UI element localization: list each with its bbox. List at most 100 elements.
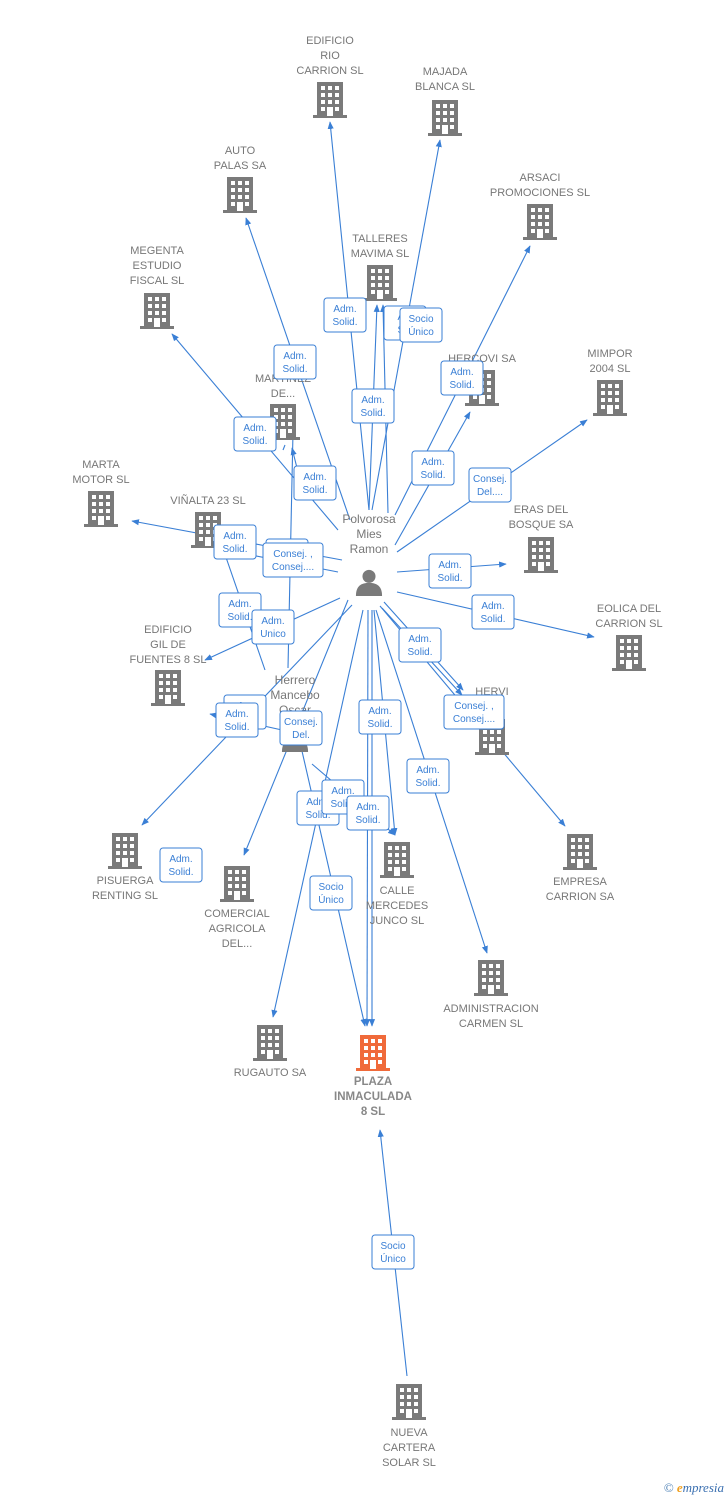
role-badge[interactable]: Adm.Solid. — [440, 360, 484, 396]
building-icon — [363, 265, 397, 301]
building-icon — [108, 833, 142, 869]
role-badge[interactable]: Adm.Solid. — [215, 702, 259, 738]
role-badge[interactable]: Consej.Del.... — [468, 467, 512, 503]
building-icon — [524, 537, 558, 573]
badge-text: Adm.Solid. — [355, 802, 380, 826]
company-node-vinalta[interactable]: VIÑALTA 23 SL — [170, 494, 246, 548]
role-badge[interactable]: Adm.Solid. — [159, 847, 203, 883]
role-badge[interactable]: Adm.Solid. — [406, 758, 450, 794]
role-badge[interactable]: Consej. ,Consej.... — [262, 542, 324, 578]
role-badge[interactable]: Adm.Solid. — [323, 297, 367, 333]
building-icon — [253, 1025, 287, 1061]
role-badge[interactable]: Consej.Del. — [279, 710, 323, 746]
badge-text: Adm.Solid. — [360, 395, 385, 419]
badges-layer: Adm.Solid.A...S...SocioÚnicoAdm.Solid.Ad… — [159, 297, 515, 1270]
role-badge[interactable]: Adm.Solid. — [411, 450, 455, 486]
role-badge[interactable]: Adm.Solid. — [293, 465, 337, 501]
role-badge[interactable]: Adm.Unico — [251, 609, 295, 645]
badge-text: Consej.Del.... — [473, 474, 507, 498]
badge-text: Adm.Solid. — [282, 351, 307, 375]
badge-box — [215, 702, 259, 738]
badge-box — [251, 609, 295, 645]
badge-box — [428, 553, 472, 589]
person-icon — [355, 569, 383, 596]
badge-box — [233, 416, 277, 452]
role-badge[interactable]: Adm.Solid. — [346, 795, 390, 831]
badge-text: Adm.Solid. — [332, 304, 357, 328]
badge-box — [279, 710, 323, 746]
badge-box — [346, 795, 390, 831]
badge-text: Adm.Solid. — [449, 367, 474, 391]
company-label: VIÑALTA 23 SL — [170, 494, 245, 507]
role-badge[interactable]: Adm.Solid. — [213, 524, 257, 560]
role-badge[interactable]: Adm.Solid. — [273, 344, 317, 380]
badge-text: Consej. ,Consej.... — [272, 549, 314, 573]
badge-text: Adm.Solid. — [227, 599, 252, 623]
badge-box — [213, 524, 257, 560]
footer-brand: ©empresia — [664, 1480, 724, 1496]
badge-text: Adm.Solid. — [407, 634, 432, 658]
role-badge[interactable]: Adm.Solid. — [428, 553, 472, 589]
badge-text: Adm.Solid. — [437, 560, 462, 584]
badge-text: Adm.Solid. — [480, 601, 505, 625]
building-icon — [84, 491, 118, 527]
badge-text: Adm.Solid. — [305, 797, 330, 821]
role-badge[interactable]: Adm.Solid. — [358, 699, 402, 735]
role-badge[interactable]: Adm.Solid. — [471, 594, 515, 630]
role-badge[interactable]: Adm.Solid. — [233, 416, 277, 452]
role-badge[interactable]: Consej. ,Consej.... — [443, 694, 505, 730]
building-icon — [151, 670, 185, 706]
building-icon — [523, 204, 557, 240]
badge-text: Adm.Solid. — [367, 706, 392, 730]
building-icon — [428, 100, 462, 136]
company-node-rugauto[interactable]: RUGAUTO SA — [234, 1025, 307, 1079]
role-badge[interactable]: Adm.Solid. — [351, 388, 395, 424]
badge-text: Adm.Solid. — [242, 423, 267, 447]
badge-box — [468, 467, 512, 503]
company-label: RUGAUTO SA — [234, 1067, 307, 1079]
badge-box — [411, 450, 455, 486]
building-icon — [474, 960, 508, 996]
role-badge[interactable]: Adm.Solid. — [398, 627, 442, 663]
badge-box — [323, 297, 367, 333]
badge-text: Adm.Solid. — [222, 531, 247, 555]
